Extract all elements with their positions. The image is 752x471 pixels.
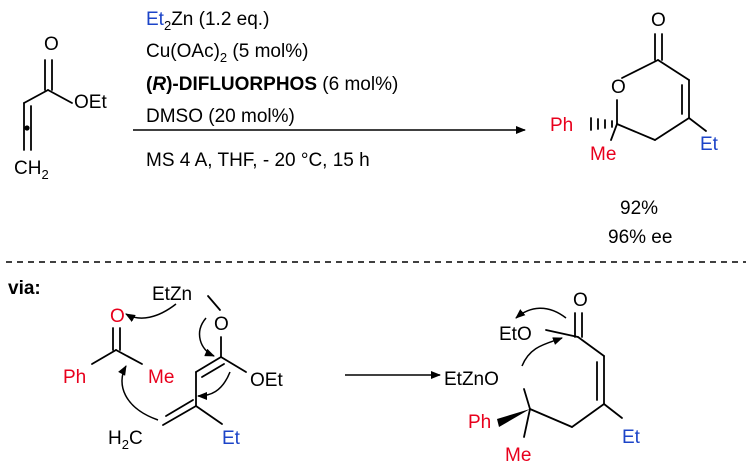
reagent-dmso: DMSO (20 mol%) [146, 106, 295, 127]
int-etzno: EtZnO [444, 369, 499, 390]
reaction-conditions: Et2Zn (1.2 eq.) Cu(OAc)2 (5 mol%) (R)-DI… [133, 9, 526, 171]
product-ring-o: O [611, 77, 626, 98]
ts-arrow-o-to-c [198, 317, 215, 357]
int-ph: Ph [468, 412, 491, 433]
int-arrow-carbonyl [515, 307, 567, 319]
int-eto: EtO [499, 324, 532, 345]
reaction-conditions-text: MS 4 A, THF, - 20 °C, 15 h [146, 150, 370, 171]
ts-me: Me [148, 367, 174, 388]
mechanism-transition-state: EtZn O O Ph Me OEt Et H2C [63, 284, 283, 452]
int-me: Me [505, 445, 531, 466]
reactant-oet: OEt [74, 92, 107, 113]
ts-etzn: EtZn [152, 284, 192, 305]
reactant-allenoate: O OEt CH2 [14, 34, 107, 182]
product-lactone: O O Et Ph Me [550, 10, 719, 165]
ts-arrow-double-bond [197, 371, 231, 400]
int-solid-wedge [497, 409, 530, 427]
ts-ph: Ph [63, 367, 86, 388]
reagent-copper-acetate: Cu(OAc)2 (5 mol%) [146, 41, 308, 65]
reactant-carbonyl-o: O [44, 34, 59, 55]
product-et: Et [700, 134, 719, 155]
product-me: Me [590, 144, 616, 165]
mechanism-intermediate: EtO O Et EtZnO Ph Me [444, 290, 641, 466]
ts-oet: OEt [250, 370, 283, 391]
reagent-ligand: (R)-DIFLUORPHOS (6 mol%) [146, 74, 398, 95]
ts-h2c: H2C [108, 428, 143, 452]
reagent-diethylzinc: Et2Zn (1.2 eq.) [146, 9, 269, 33]
product-hashed-wedge [590, 117, 613, 131]
ee-label: 96% ee [608, 227, 672, 248]
ts-enolate-o: O [214, 314, 229, 335]
ts-arrow-zn-to-ketone [125, 303, 177, 322]
product-carbonyl-o: O [651, 10, 666, 31]
ts-ketone-o: O [110, 306, 125, 327]
int-arrow-alkoxide-attack [521, 337, 563, 367]
yield-label: 92% [620, 198, 658, 219]
ts-et: Et [222, 428, 241, 449]
int-carbonyl-o: O [573, 290, 588, 311]
via-label: via: [8, 278, 41, 299]
allene-center-dot [24, 125, 30, 131]
reactant-ch2: CH2 [14, 158, 49, 182]
ts-arrow-terminal-attack [118, 365, 159, 421]
int-et: Et [622, 427, 641, 448]
product-ph: Ph [550, 115, 573, 136]
